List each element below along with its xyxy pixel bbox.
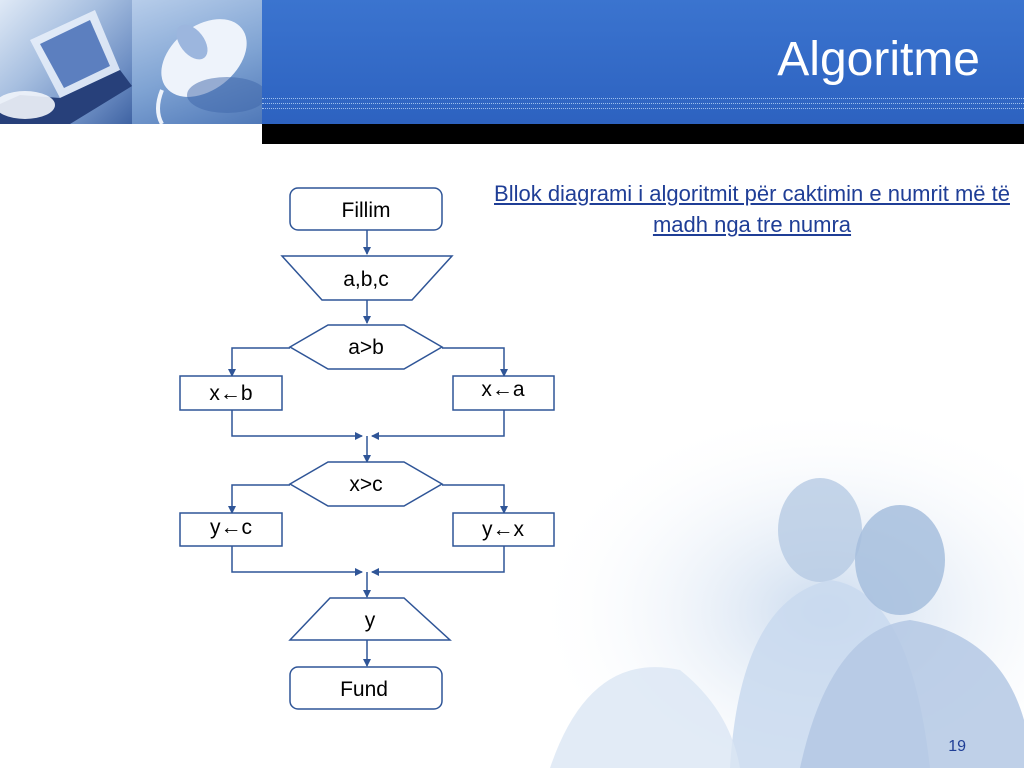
process-y-x-label: y←x xyxy=(482,518,525,541)
diagram-caption: Bllok diagrami i algoritmit për caktimin… xyxy=(494,181,1010,237)
laptop-photo xyxy=(0,0,132,124)
slide-header: Algoritme xyxy=(0,0,1024,144)
process-node-y-x: y←x xyxy=(452,512,555,547)
dotted-rule xyxy=(262,108,1024,109)
slide-title: Algoritme xyxy=(777,33,980,86)
mouse-photo xyxy=(132,0,262,124)
connector-lines xyxy=(228,230,508,667)
output-label: y xyxy=(365,609,376,632)
header-black-bar xyxy=(262,124,1024,144)
process-node-x-a: x←a xyxy=(452,375,555,411)
output-node: y xyxy=(288,597,452,641)
header-gap xyxy=(0,124,262,144)
page-number: 19 xyxy=(948,738,966,755)
people-background-image xyxy=(530,420,1024,768)
end-label: Fund xyxy=(340,678,388,701)
process-x-a-label: x←a xyxy=(481,378,525,401)
decision-node-2: x>c xyxy=(288,461,444,507)
dotted-rule xyxy=(262,103,1024,104)
process-node-x-b: x←b xyxy=(179,375,283,411)
decision-1-label: a>b xyxy=(348,336,384,359)
decision-2-label: x>c xyxy=(349,473,382,496)
start-node: Fillim xyxy=(289,187,443,231)
process-node-y-c: y←c xyxy=(179,512,283,547)
process-y-c-label: y←c xyxy=(210,516,252,539)
input-label: a,b,c xyxy=(343,268,389,291)
dotted-rule xyxy=(262,98,1024,99)
start-label: Fillim xyxy=(342,199,391,222)
decision-node-1: a>b xyxy=(288,324,444,370)
end-node: Fund xyxy=(289,666,443,710)
process-x-b-label: x←b xyxy=(209,382,252,405)
input-node: a,b,c xyxy=(280,255,454,301)
